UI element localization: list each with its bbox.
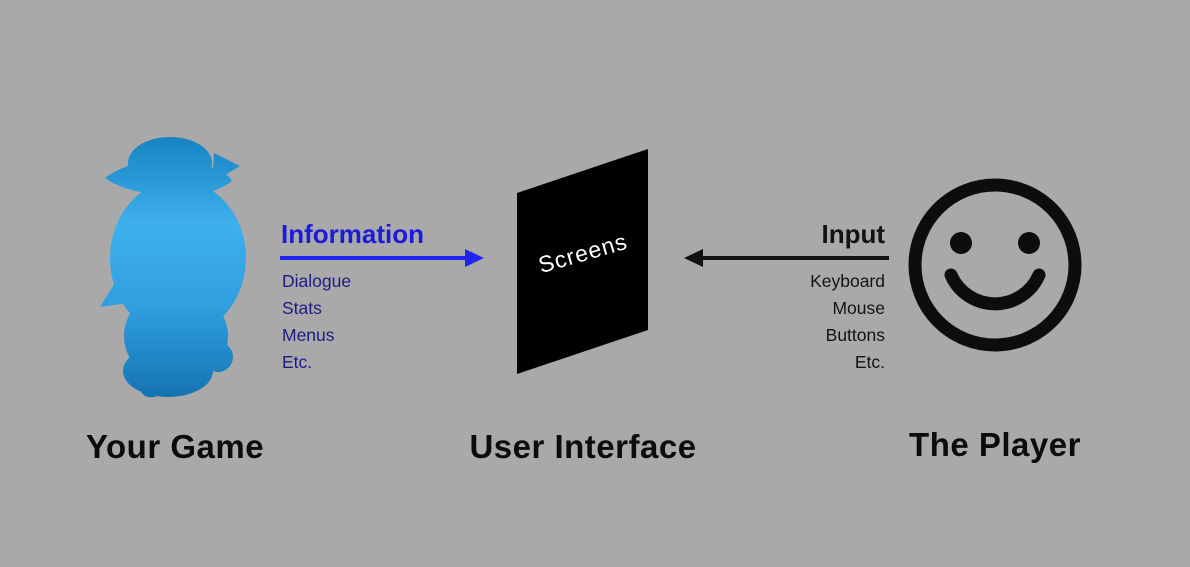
input-item: Etc. [854,352,885,372]
information-item: Etc. [282,352,313,372]
input-flow-title: Input [821,219,885,249]
input-item: Keyboard [810,271,885,291]
input-item: Buttons [825,325,885,345]
information-items-list: Dialogue Stats Menus Etc. [282,268,351,376]
information-item: Dialogue [282,271,352,291]
screen-parallelogram-icon [517,149,648,374]
user-interface-label: User Interface [469,428,697,465]
information-item: Menus [282,325,335,345]
information-arrow-icon [280,249,484,267]
information-flow-title: Information [281,219,424,249]
input-items-list: Keyboard Mouse Buttons Etc. [683,268,885,376]
the-player-label: The Player [909,426,1081,463]
game-character-silhouette-icon [100,137,246,398]
your-game-label: Your Game [85,428,265,465]
input-arrow-icon [684,249,889,267]
information-arrow-head [465,249,484,267]
input-arrow-head [684,249,703,267]
screen-shape [517,149,648,374]
information-item: Stats [282,298,322,318]
input-item: Mouse [832,298,885,318]
smiley-face-icon [908,178,1082,352]
